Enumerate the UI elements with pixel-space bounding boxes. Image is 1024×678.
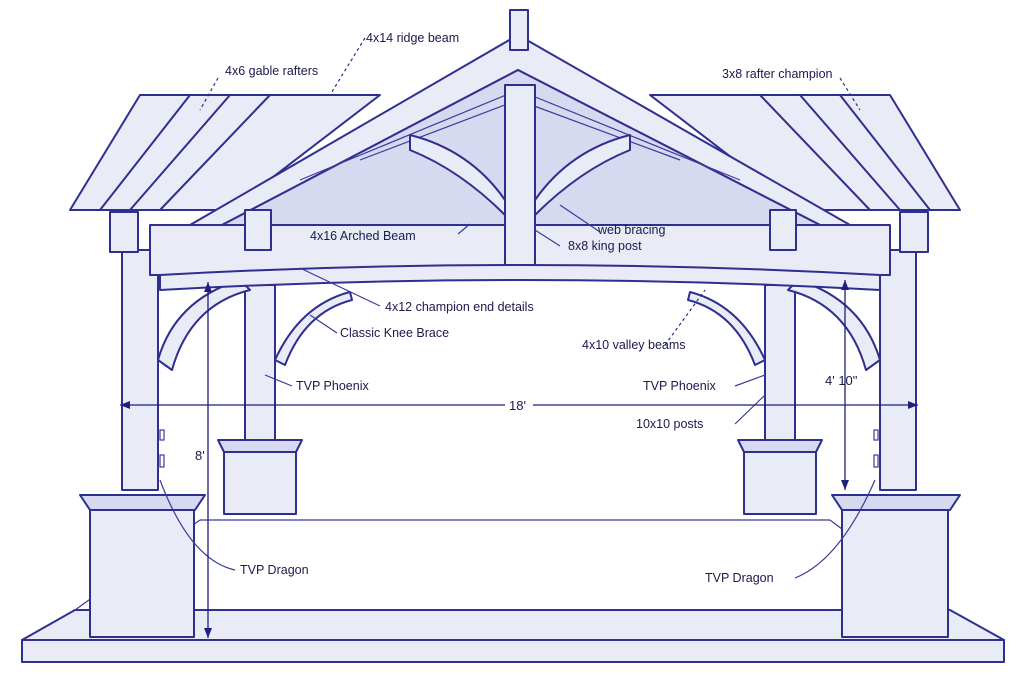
leader-lines [159,37,876,579]
king-post [409,9,631,266]
label-champion-end: 4x12 champion end details [385,300,534,314]
label-valley-beams: 4x10 valley beams [582,338,686,352]
label-arched-beam: 4x16 Arched Beam [310,229,416,243]
dimension-height: 8' [195,448,205,463]
label-phoenix-left: TVP Phoenix [296,379,369,393]
dimension-width: 18' [509,398,526,413]
label-king-post: 8x8 king post [568,239,642,253]
knee-braces [157,279,881,371]
label-ridge-beam: 4x14 ridge beam [366,31,459,45]
label-knee-brace: Classic Knee Brace [340,326,449,340]
label-posts: 10x10 posts [636,417,703,431]
front-posts [79,249,961,638]
label-gable-rafters: 4x6 gable rafters [225,64,318,78]
dimension-clearance: 4' 10" [825,373,858,388]
width-label-bg [505,397,533,413]
label-dragon-left: TVP Dragon [240,563,309,577]
champion-ends [109,209,929,253]
label-rafter-champion: 3x8 rafter champion [722,67,833,81]
label-phoenix-right: TVP Phoenix [643,379,716,393]
label-dragon-right: TVP Dragon [705,571,774,585]
label-web-bracing: web bracing [597,223,665,237]
ground-slab [21,519,1005,663]
